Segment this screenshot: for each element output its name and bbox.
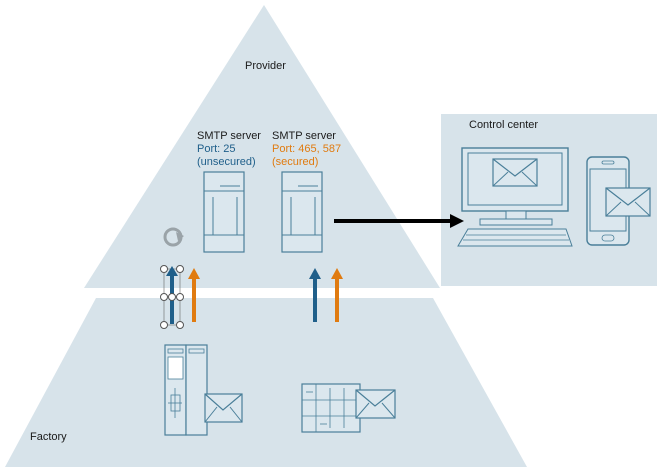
smtp-server-unsecured-device bbox=[203, 171, 245, 253]
factory-label: Factory bbox=[30, 431, 67, 443]
factory-zone bbox=[5, 298, 527, 467]
envelope-icon bbox=[492, 158, 538, 187]
io-module-icon bbox=[301, 383, 361, 433]
server-secured-title: SMTP server bbox=[272, 130, 336, 142]
provider-label: Provider bbox=[245, 60, 286, 72]
provider-zone bbox=[84, 5, 440, 288]
plc-icon bbox=[164, 344, 208, 436]
secured-arrow-left bbox=[188, 268, 200, 322]
link-arrow bbox=[334, 214, 464, 228]
server-secured-port: Port: 465, 587 bbox=[272, 143, 342, 155]
smtp-server-secured-device bbox=[281, 171, 323, 253]
envelope-icon bbox=[204, 393, 243, 423]
unsecured-arrow-right bbox=[309, 268, 321, 322]
server-unsecured-port: Port: 25 bbox=[197, 143, 236, 155]
refresh-icon bbox=[163, 227, 184, 247]
control-center-label: Control center bbox=[469, 119, 539, 131]
server-unsecured-note: (unsecured) bbox=[197, 156, 256, 168]
envelope-icon bbox=[355, 389, 396, 419]
secured-arrow-right bbox=[331, 268, 343, 322]
server-secured-note: (secured) bbox=[272, 156, 319, 168]
unsecured-arrow-selected[interactable] bbox=[160, 265, 184, 329]
server-unsecured-title: SMTP server bbox=[197, 130, 261, 142]
envelope-icon bbox=[605, 187, 651, 217]
